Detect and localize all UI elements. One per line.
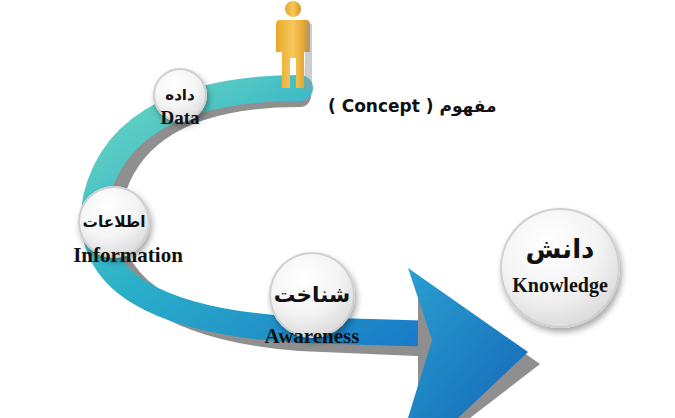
persian-term: شناخت bbox=[274, 283, 351, 307]
persian-term: اطلاعات bbox=[83, 214, 146, 231]
concept-circle: اطلاعاتInformation bbox=[78, 186, 150, 258]
persian-term: دانش bbox=[526, 235, 595, 264]
concept-circle: دادهData bbox=[153, 68, 207, 122]
glossy-circle bbox=[500, 208, 620, 328]
english-term: Information bbox=[73, 244, 183, 267]
english-term: Data bbox=[160, 108, 199, 129]
persian-term: داده bbox=[165, 87, 194, 104]
concept-circle: دانش Knowledge bbox=[500, 208, 620, 328]
english-term: Knowledge bbox=[512, 274, 608, 296]
person-icon bbox=[276, 1, 312, 90]
concept-circle: شناختAwareness bbox=[269, 252, 355, 338]
english-term: Awareness bbox=[265, 325, 360, 348]
concept-label: مفهوم ( Concept ) bbox=[328, 96, 497, 116]
